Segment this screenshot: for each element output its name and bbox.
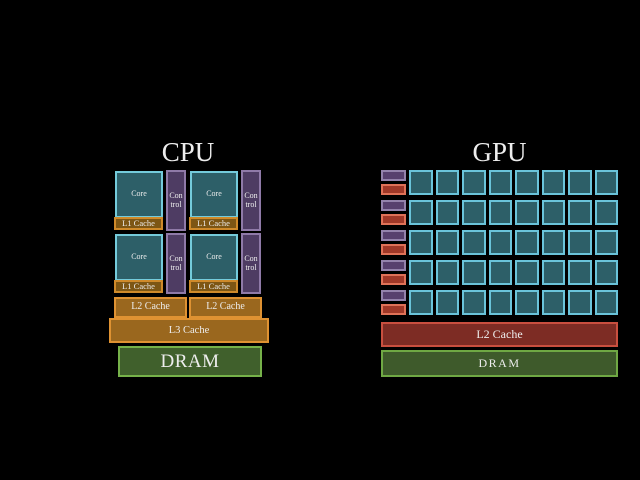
gpu-core [594,170,618,195]
cpu-l2-cache-right: L2 Cache [189,297,262,318]
gpu-core [435,200,459,225]
gpu-title: GPU [472,137,527,167]
gpu-row [381,169,618,195]
gpu-core [594,290,618,315]
cpu-dram: DRAM [118,346,262,377]
cpu-l2-cache-left-label: L2 Cache [131,301,170,313]
gpu-core [515,200,539,225]
gpu-l1-cache-block [381,244,406,255]
gpu-core [541,260,565,285]
cpu-control-unit: Con trol [241,170,261,231]
cpu-core: Core [190,234,238,281]
gpu-control-block [381,230,406,241]
gpu-core [568,290,592,315]
gpu-core [568,260,592,285]
gpu-core [462,200,486,225]
gpu-core [488,290,512,315]
cpu-control-unit: Con trol [241,233,261,294]
gpu-core [409,260,433,285]
gpu-core [488,230,512,255]
cpu-l3-cache: L3 Cache [109,318,269,343]
gpu-control-block [381,170,406,181]
gpu-core-row [409,260,618,285]
gpu-core [515,230,539,255]
gpu-dram: DRAM [381,350,618,377]
gpu-core [515,260,539,285]
gpu-l1-cache-block [381,184,406,195]
gpu-core [568,230,592,255]
gpu-l1-cache-block [381,274,406,285]
cpu-core: Core [115,234,163,281]
gpu-control-block [381,200,406,211]
gpu-core [462,260,486,285]
gpu-row [381,289,618,315]
gpu-core [435,290,459,315]
cpu-control-unit: Con trol [166,233,186,294]
gpu-dram-label: DRAM [478,356,521,371]
gpu-core-row [409,170,618,195]
gpu-compute-grid [381,169,618,315]
gpu-control-block [381,260,406,271]
cpu-dram-label: DRAM [160,350,220,372]
cpu-core: Core [190,171,238,218]
gpu-l2-cache: L2 Cache [381,322,618,347]
gpu-l1-cache-block [381,304,406,315]
gpu-core-row [409,290,618,315]
gpu-core-row [409,200,618,225]
gpu-core [462,290,486,315]
gpu-core [488,200,512,225]
gpu-core [409,290,433,315]
cpu-l1-cache: L1 Cache [189,280,238,293]
gpu-core [568,200,592,225]
gpu-core [409,230,433,255]
gpu-core [541,170,565,195]
gpu-control-block [381,290,406,301]
gpu-core [409,170,433,195]
gpu-row [381,199,618,225]
gpu-core [594,230,618,255]
gpu-row [381,259,618,285]
gpu-core [541,290,565,315]
gpu-l2-cache-label: L2 Cache [476,327,523,342]
gpu-core [568,170,592,195]
gpu-core [462,170,486,195]
cpu-l1-cache: L1 Cache [114,280,163,293]
gpu-core [462,230,486,255]
gpu-core [409,200,433,225]
gpu-core [594,200,618,225]
gpu-core [435,260,459,285]
cpu-l3-cache-label: L3 Cache [168,324,210,336]
gpu-core [515,290,539,315]
gpu-core [541,200,565,225]
gpu-core [488,260,512,285]
gpu-core-row [409,230,618,255]
gpu-core [515,170,539,195]
gpu-core [488,170,512,195]
cpu-core: Core [115,171,163,218]
gpu-core [435,230,459,255]
cpu-l2-cache-right-label: L2 Cache [206,301,245,313]
gpu-core [541,230,565,255]
gpu-row [381,229,618,255]
cpu-title: CPU [161,137,215,167]
cpu-control-unit: Con trol [166,170,186,231]
gpu-core [435,170,459,195]
cpu-l1-cache: L1 Cache [189,217,238,230]
gpu-l1-cache-block [381,214,406,225]
gpu-core [594,260,618,285]
cpu-l1-cache: L1 Cache [114,217,163,230]
cpu-l2-cache-left: L2 Cache [114,297,187,318]
